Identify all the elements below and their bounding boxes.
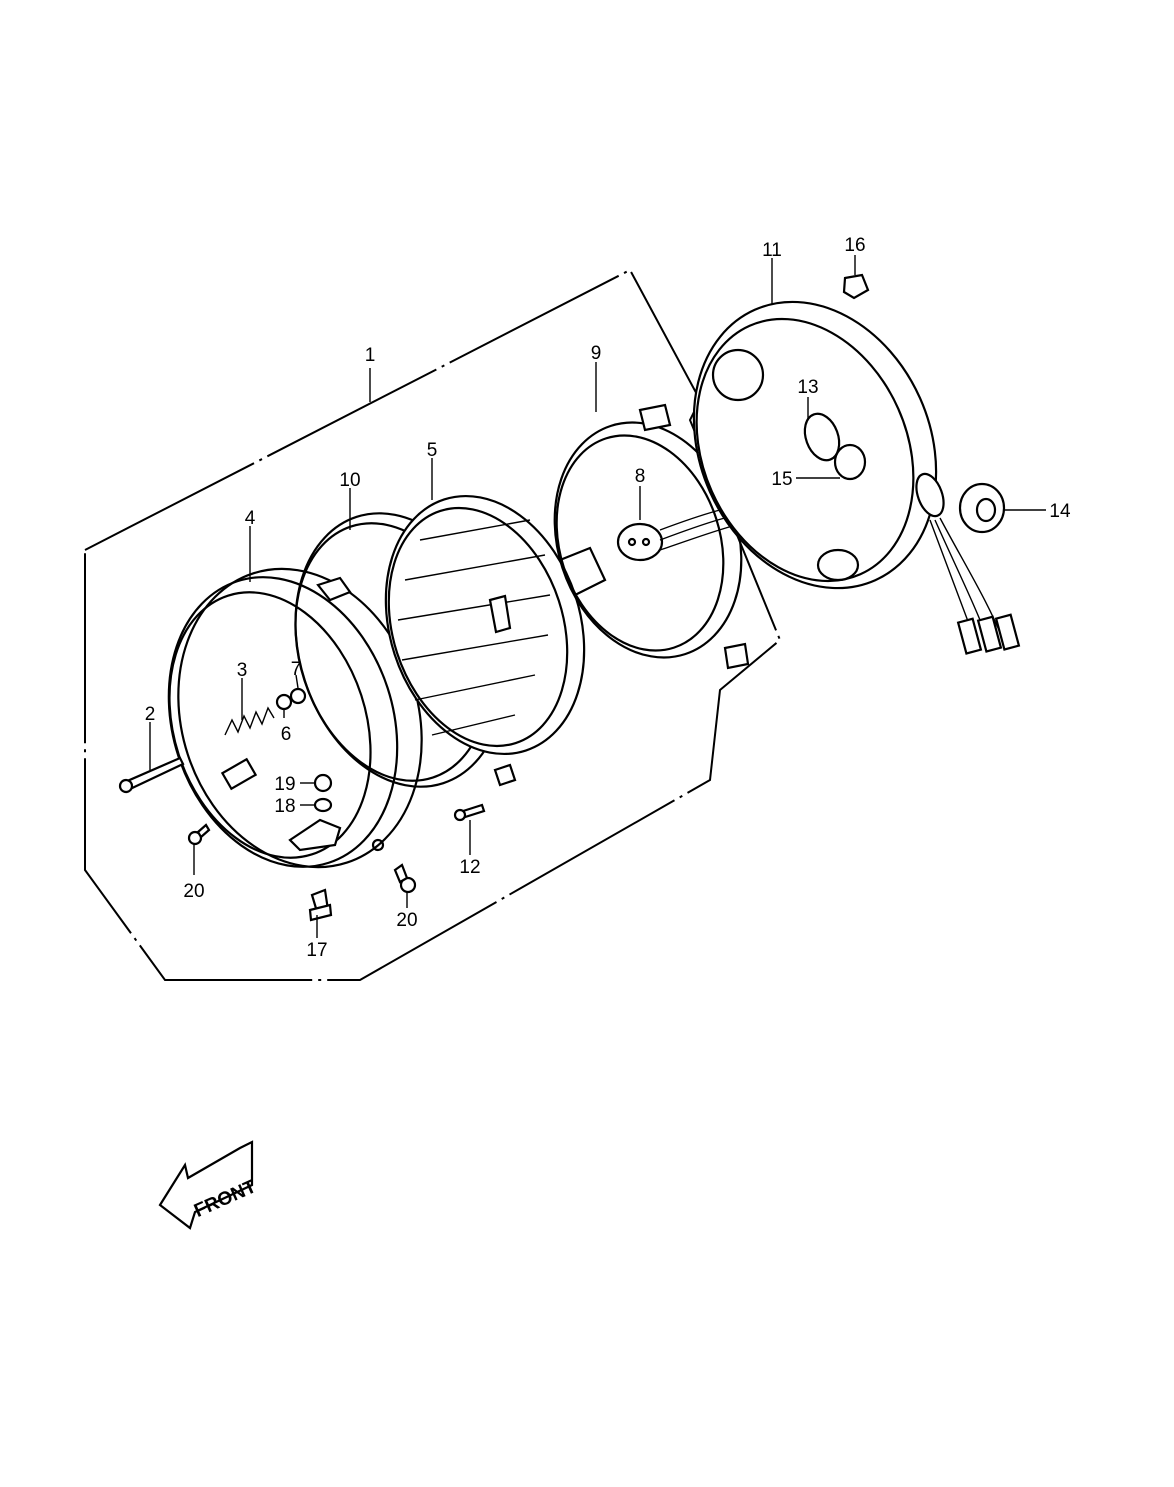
- callout-5: 5: [427, 440, 438, 461]
- callout-13: 13: [797, 377, 818, 398]
- part-7-nut: [289, 687, 307, 705]
- part-6-washer: [275, 693, 293, 711]
- part-20a-screw: [187, 823, 211, 846]
- part-17-bolt: [308, 888, 333, 922]
- callout-3: 3: [237, 660, 248, 681]
- callout-labels: 1 2 3 4 5 6 7 8 9 10 11 12 13 14 15 16 1…: [145, 235, 1071, 961]
- callout-19: 19: [274, 774, 295, 795]
- part-4-rim: [167, 567, 423, 869]
- callout-7: 7: [291, 659, 302, 680]
- callout-6: 6: [281, 724, 292, 745]
- callout-12: 12: [459, 857, 480, 878]
- part-2-screw: [118, 756, 185, 794]
- callout-15: 15: [771, 469, 792, 490]
- assembly-boundary-1: [84, 268, 782, 981]
- callout-9: 9: [591, 343, 602, 364]
- callout-11: 11: [762, 240, 782, 261]
- callout-20b: 20: [396, 910, 417, 931]
- part-12-screw: [453, 803, 486, 822]
- part-20b-screw: [393, 863, 417, 894]
- callout-14: 14: [1049, 501, 1071, 522]
- part-18-washer: [313, 797, 333, 813]
- part-14-grommet: [958, 482, 1006, 534]
- callout-1: 1: [365, 345, 376, 366]
- callout-16: 16: [844, 235, 865, 256]
- part-3-spring: [224, 706, 275, 736]
- front-arrow: FRONT: [158, 1140, 260, 1230]
- callout-8: 8: [635, 466, 646, 487]
- leader-lines: [149, 255, 1046, 938]
- callout-18: 18: [274, 796, 295, 817]
- part-11-housing: [692, 300, 1021, 655]
- part-19-nut: [313, 773, 333, 793]
- callout-10: 10: [339, 470, 360, 491]
- callout-2: 2: [145, 704, 156, 725]
- callout-4: 4: [245, 508, 256, 529]
- part-16-cap: [842, 273, 870, 300]
- callout-20a: 20: [183, 881, 204, 902]
- part-5-sealed-beam: [384, 494, 607, 756]
- callout-17: 17: [306, 940, 327, 961]
